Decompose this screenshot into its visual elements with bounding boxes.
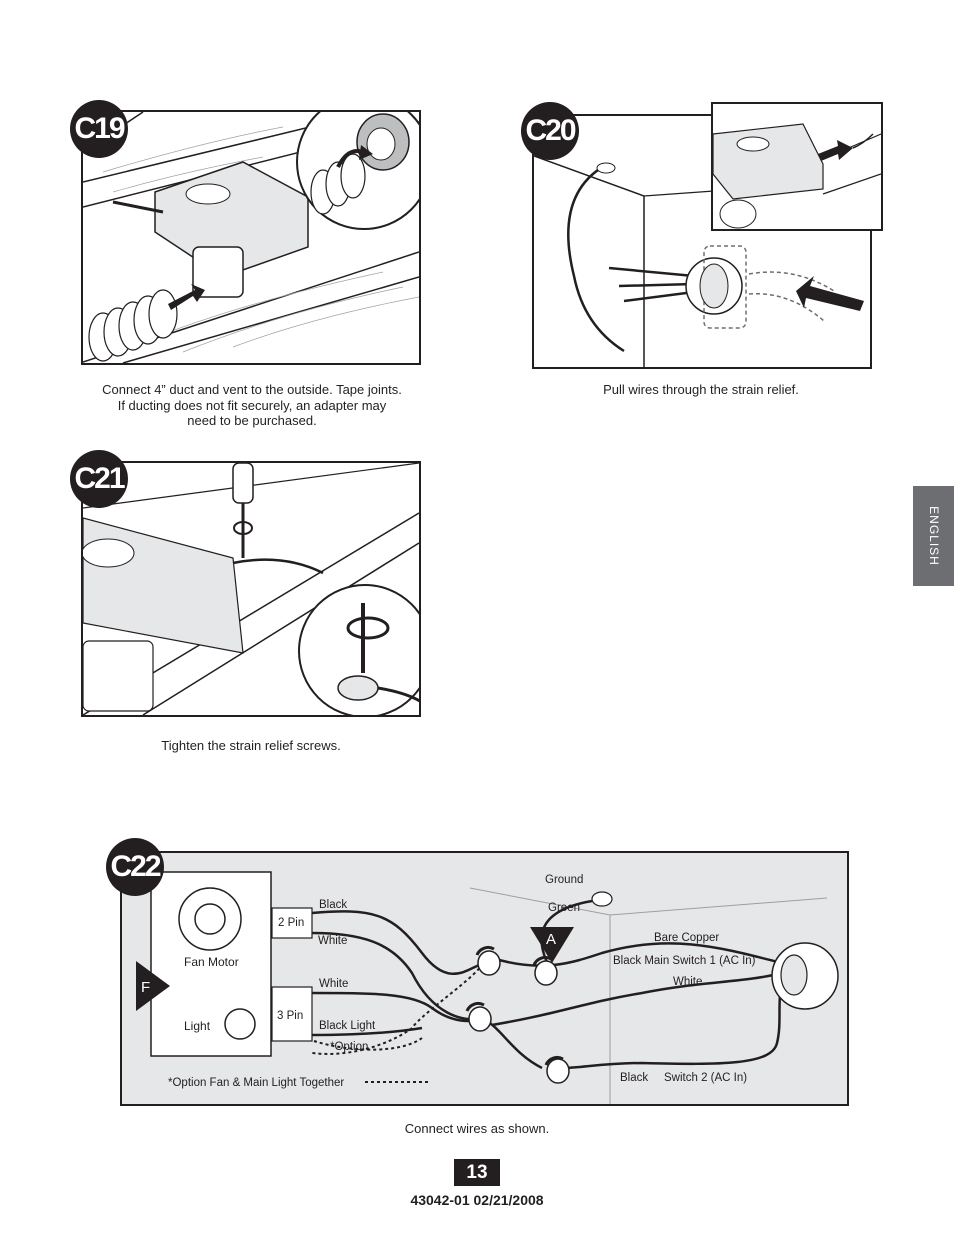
caption-c22: Connect wires as shown. <box>307 1121 647 1137</box>
caption-c19-line-3: need to be purchased. <box>187 413 317 428</box>
label-option-note: *Option Fan & Main Light Together <box>168 1077 344 1089</box>
step-badge-c19: C19 <box>70 100 128 158</box>
wiring-diagram: Fan Motor Light 2 Pin 3 Pin F <box>136 871 839 1104</box>
light-icon <box>224 1008 256 1040</box>
label-switch-1: Black Main Switch 1 (AC In) <box>613 955 756 967</box>
label-white-mid: White <box>319 978 348 990</box>
step-badge-c20: C20 <box>521 102 579 160</box>
screwdriver-illustration <box>83 463 419 715</box>
step-c22-wiring-diagram: Fan Motor Light 2 Pin 3 Pin F <box>120 851 849 1106</box>
label-black-light: Black Light <box>319 1020 376 1032</box>
caption-c20: Pull wires through the strain relief. <box>532 382 870 398</box>
label-bare-copper: Bare Copper <box>654 932 719 944</box>
caption-c21-line-1: Tighten the strain relief screws. <box>161 738 341 753</box>
label-light: Light <box>184 1019 211 1033</box>
label-marker-f: F <box>141 979 150 996</box>
caption-c21: Tighten the strain relief screws. <box>81 738 421 754</box>
step-c19-illustration <box>81 110 421 365</box>
label-switch-2: Switch 2 (AC In) <box>664 1072 747 1084</box>
caption-c20-line-1: Pull wires through the strain relief. <box>603 382 799 397</box>
label-black-bottom: Black <box>620 1072 648 1084</box>
duct-illustration <box>83 112 419 363</box>
connector-3-pin <box>271 986 313 1042</box>
page-number: 13 <box>454 1159 500 1186</box>
step-badge-c22: C22 <box>106 838 164 896</box>
step-c20-inset <box>711 102 883 231</box>
language-tab: ENGLISH <box>913 486 954 586</box>
label-2-pin: 2 Pin <box>278 917 304 929</box>
label-black: Black <box>319 899 347 911</box>
label-white-top: White <box>318 935 347 947</box>
marker-a-icon <box>530 927 574 963</box>
inset-illustration <box>713 123 881 229</box>
label-marker-a: A <box>546 931 556 948</box>
label-fan-motor: Fan Motor <box>184 955 239 969</box>
marker-f-icon <box>136 961 170 1011</box>
label-ground: Ground <box>545 874 583 886</box>
language-tab-label: ENGLISH <box>926 506 941 566</box>
caption-c22-line-1: Connect wires as shown. <box>404 1121 550 1136</box>
label-option: *Option <box>330 1041 368 1053</box>
caption-c19: Connect 4” duct and vent to the outside.… <box>60 382 444 429</box>
label-green: Green <box>548 902 580 914</box>
label-white-right: White <box>673 976 702 988</box>
document-id: 43042-01 02/21/2008 <box>410 1192 544 1208</box>
connector-2-pin <box>271 907 313 939</box>
step-c21-illustration <box>81 461 421 717</box>
step-badge-c21: C21 <box>70 450 128 508</box>
strain-relief-illustration <box>534 155 864 367</box>
caption-c19-line-1: Connect 4” duct and vent to the outside.… <box>102 382 402 397</box>
label-3-pin: 3 Pin <box>277 1010 303 1022</box>
ground-screw-icon <box>591 891 613 907</box>
caption-c19-line-2: If ducting does not fit securely, an ada… <box>117 397 387 413</box>
